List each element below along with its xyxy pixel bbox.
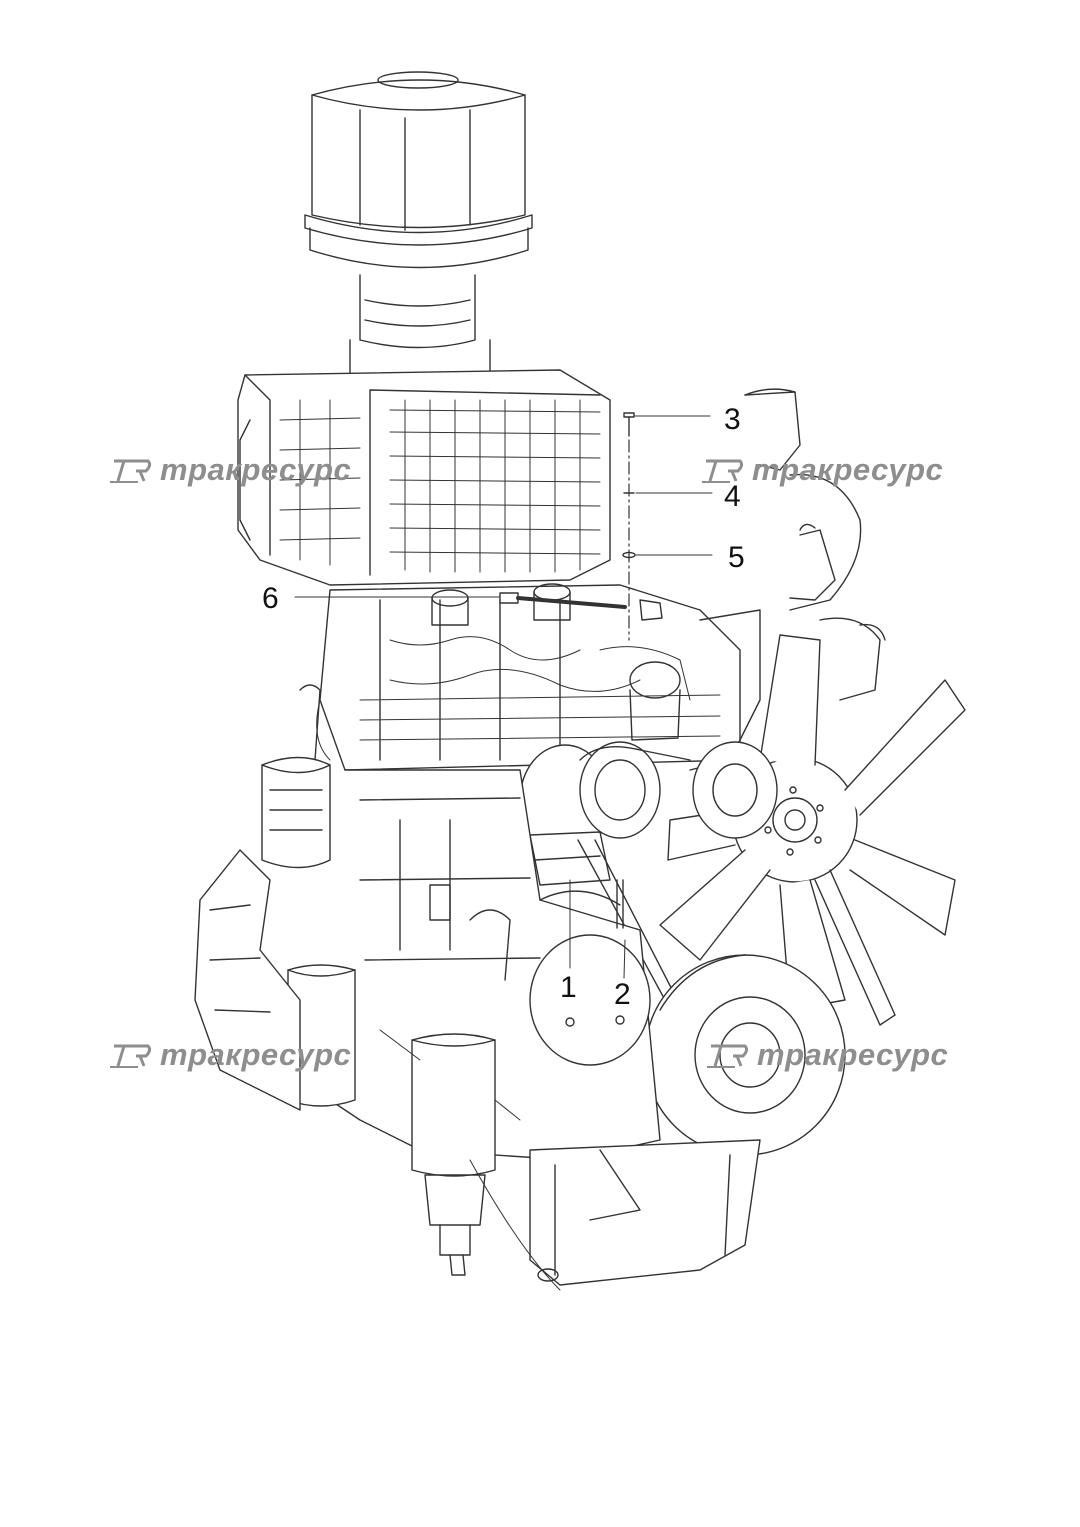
tr-logo-icon: [110, 459, 152, 483]
watermark-text: тракресурс: [752, 452, 944, 487]
flywheel-housing: [194, 849, 301, 1111]
watermark-text: тракресурс: [757, 1037, 949, 1072]
tr-logo-icon: [702, 459, 744, 483]
fuel-filter-left: [287, 964, 356, 1107]
leader-2: [623, 939, 626, 979]
watermark-text: тракресурс: [160, 452, 352, 487]
bolt-part-3: [623, 412, 635, 437]
alternator: [519, 741, 778, 1006]
watermark-top-left: тракресурс: [108, 452, 351, 488]
callout-2: 2: [614, 978, 631, 1011]
watermark-top-right: тракресурс: [700, 452, 943, 488]
air-cleaner: [304, 71, 533, 384]
tr-logo-icon: [110, 1044, 152, 1068]
oil-pan: [529, 1139, 761, 1286]
intake-housing: [237, 369, 611, 586]
callout-3: 3: [724, 403, 741, 436]
tr-logo-icon: [707, 1044, 749, 1068]
cylinder-head: [299, 583, 741, 771]
fuel-filter-center: [411, 1033, 496, 1276]
leader-lines: [294, 415, 713, 979]
callout-5: 5: [728, 541, 745, 574]
oil-filter: [261, 756, 331, 869]
stud-part-6: [499, 592, 663, 621]
bracket-bolt: [616, 879, 624, 929]
watermark-bottom-left: тракресурс: [108, 1037, 351, 1073]
callout-4: 4: [724, 480, 741, 513]
engine-block: [299, 769, 661, 1161]
callout-1: 1: [560, 971, 577, 1004]
callout-6: 6: [262, 582, 279, 615]
cooling-fan: [659, 634, 966, 1026]
watermark-text: тракресурс: [160, 1037, 352, 1072]
watermark-bottom-right: тракресурс: [705, 1037, 948, 1073]
harness-lines: [316, 699, 561, 1291]
